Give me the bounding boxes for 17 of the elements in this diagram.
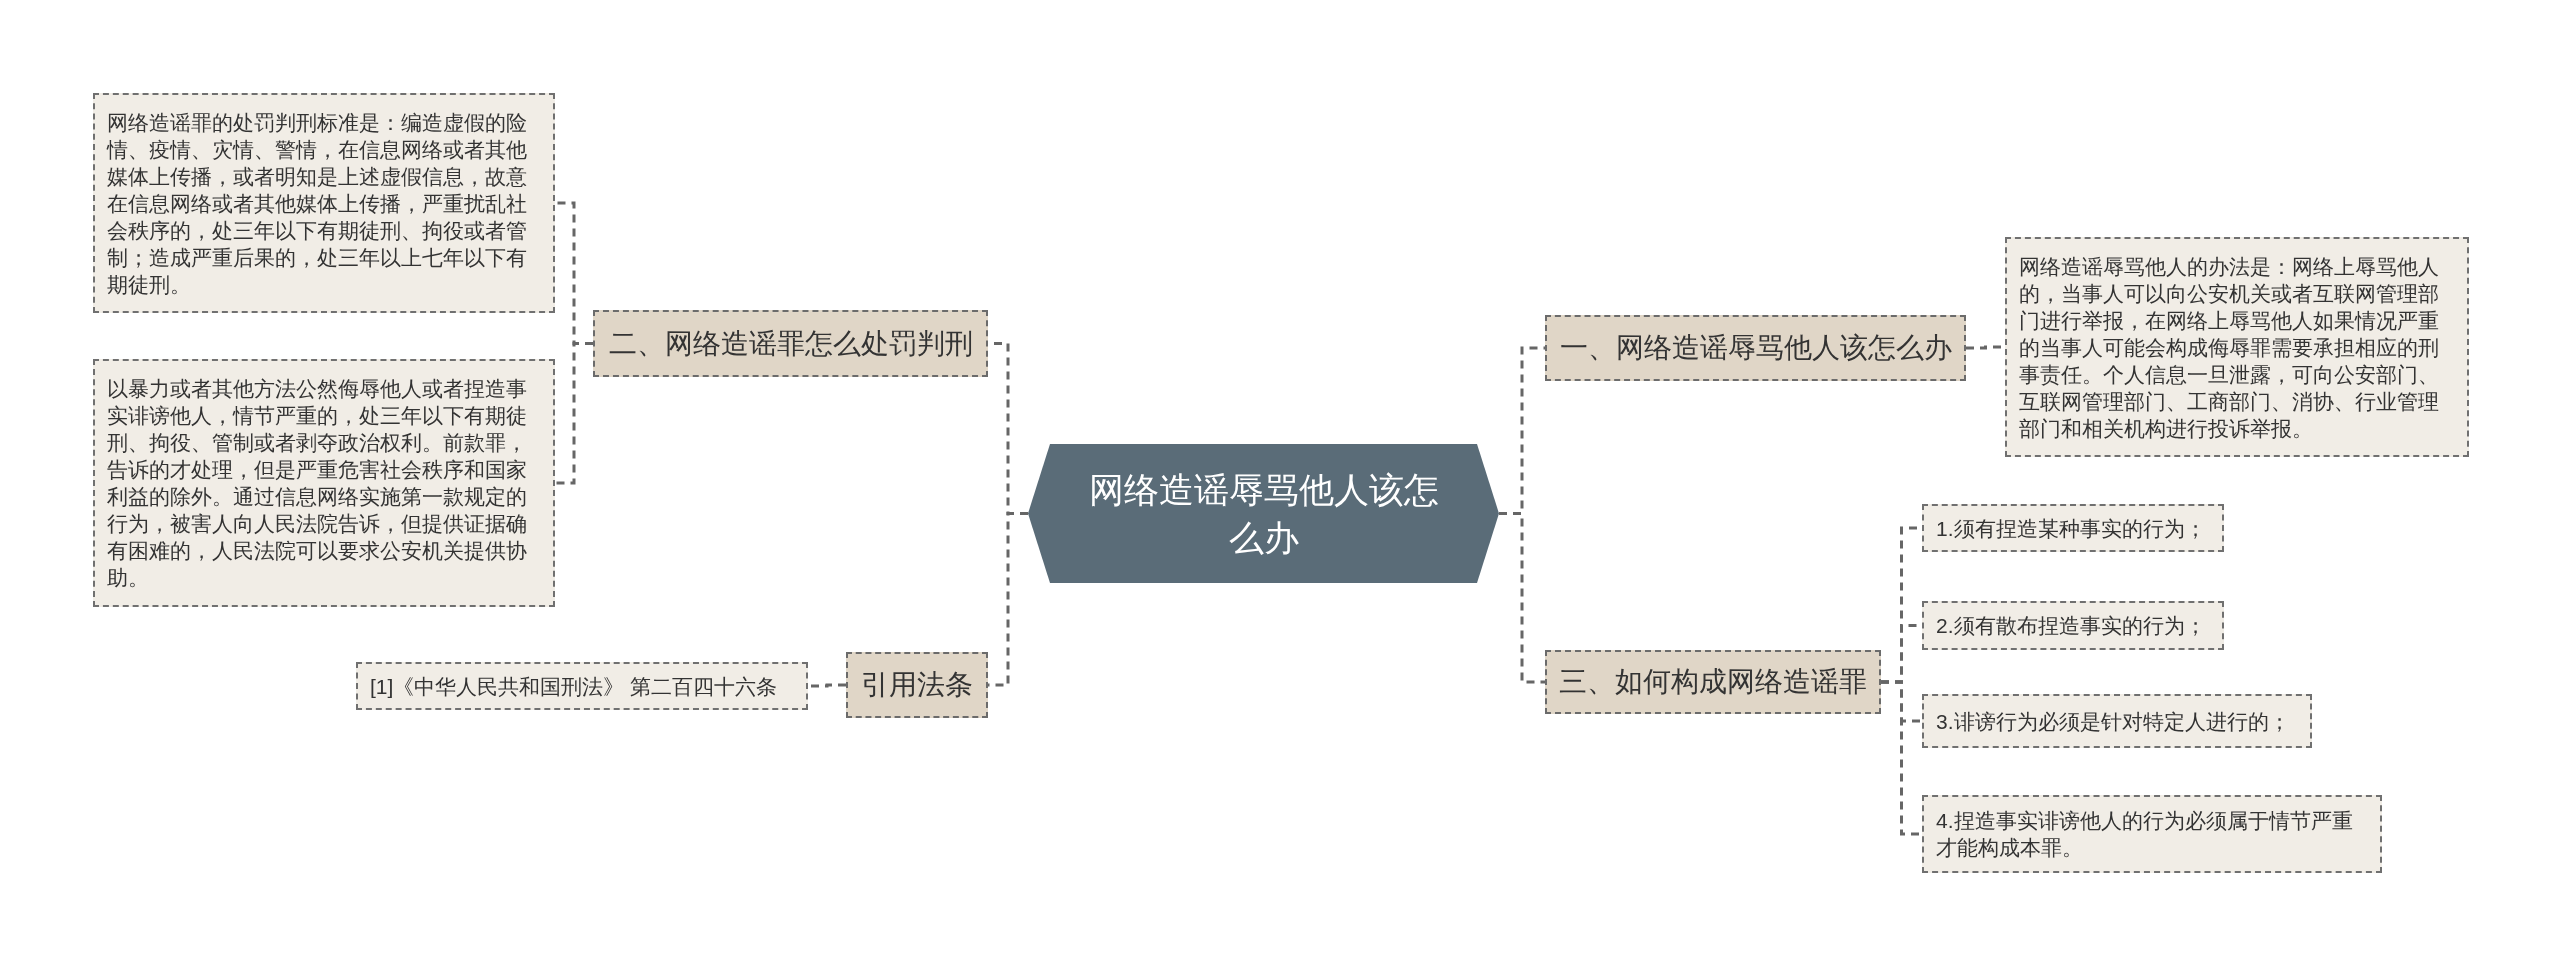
- topic-box: 一、网络造谣辱骂他人该怎么办: [1545, 315, 1966, 381]
- note-box: 网络造谣辱骂他人的办法是：网络上辱骂他人的，当事人可以向公安机关或者互联网管理部门进行举报，在网络上辱骂他人如果情况严重的当事人可能会构成侮辱罪需要承担相应的刑事责任。个人信息一旦泄露，可向公安部门、互联网管理部门、工商部门、消协、行业管理部门和相关机构进行投诉举报。: [2005, 237, 2469, 457]
- note-box: 以暴力或者其他方法公然侮辱他人或者捏造事实诽谤他人，情节严重的，处三年以下有期徒刑、拘役、管制或者剥夺政治权利。前款罪，告诉的才处理，但是严重危害社会秩序和国家利益的除外。通过信息网络实施第一款规定的行为，被害人向人民法院告诉，但提供证据确有困难的，人民法院可以要求公安机关提供协助。: [93, 359, 555, 607]
- note-box: 1.须有捏造某种事实的行为；: [1922, 504, 2224, 552]
- connector-line: [808, 683, 846, 688]
- topic-box: 引用法条: [846, 652, 988, 718]
- connector-line: [555, 342, 593, 485]
- note-box: 网络造谣罪的处罚判刑标准是：编造虚假的险情、疫情、灾情、警情，在信息网络或者其他媒体上传播，或者明知是上述虚假信息，故意在信息网络或者其他媒体上传播，严重扰乱社会秩序的，处三年以下有期徒刑、拘役或者管制；造成严重后果的，处三年以上七年以下有期徒刑。: [93, 93, 555, 313]
- note-box: [1]《中华人民共和国刑法》 第二百四十六条: [356, 662, 808, 710]
- note-box: 2.须有散布捏造事实的行为；: [1922, 601, 2224, 650]
- topic-box: 二、网络造谣罪怎么处罚判刑: [593, 310, 988, 377]
- connector-line: [1499, 512, 1545, 684]
- central-topic-hexagon: 网络造谣辱骂他人该怎么办: [1028, 444, 1499, 583]
- note-box: 3.诽谤行为必须是针对特定人进行的；: [1922, 694, 2312, 748]
- note-box: 4.捏造事实诽谤他人的行为必须属于情节严重才能构成本罪。: [1922, 795, 2382, 873]
- connector-line: [1881, 680, 1922, 836]
- topic-box: 三、如何构成网络造谣罪: [1545, 650, 1881, 714]
